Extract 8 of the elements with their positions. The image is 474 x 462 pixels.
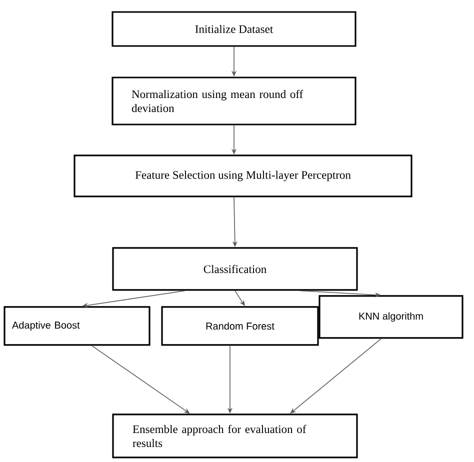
process-box: Normalization using mean round off deviation [112, 76, 356, 126]
process-box: KNN algorithm [318, 295, 464, 339]
process-box: Feature Selection using Multi-layer Perceptron [74, 154, 412, 198]
process-box: Ensemble approach for evaluation of results [112, 414, 358, 458]
process-box: Classification [112, 247, 358, 291]
process-box: Random Forest [161, 306, 319, 346]
process-box: Initialize Dataset [112, 11, 356, 47]
process-box: Adaptive Boost [4, 306, 150, 346]
